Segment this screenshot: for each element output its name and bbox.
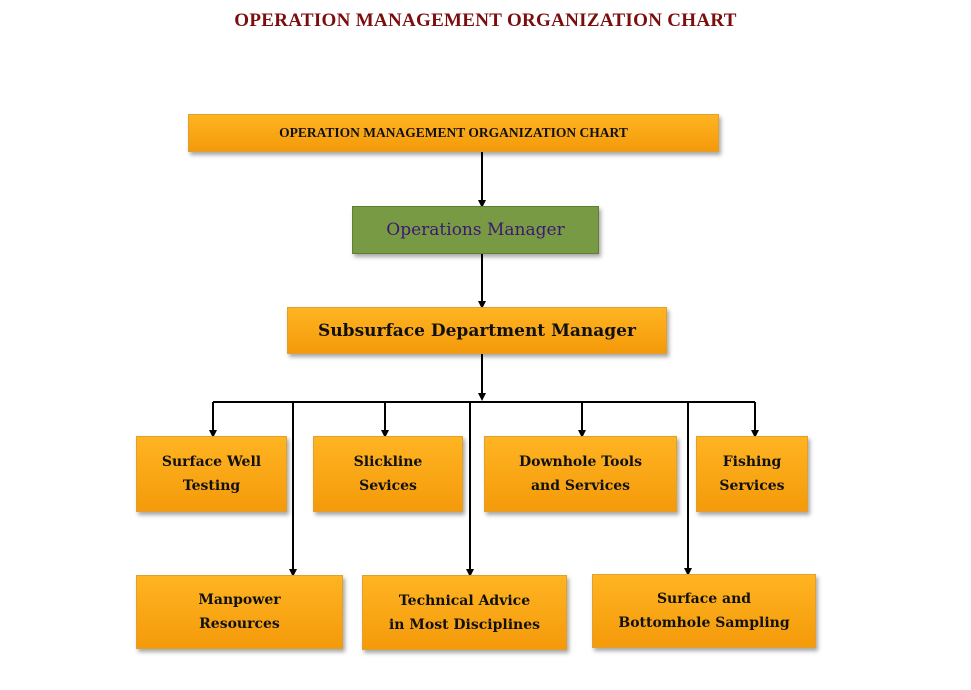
unit-box-technical-advice: Technical Advice in Most Disciplines (362, 575, 567, 650)
unit-box-fishing: Fishing Services (696, 436, 808, 512)
unit-label: Surface and Bottomhole Sampling (618, 591, 790, 631)
unit-label: Technical Advice in Most Disciplines (388, 592, 540, 633)
department-manager-box: Subsurface Department Manager (287, 307, 667, 354)
unit-label: Downhole Tools and Services (518, 454, 642, 494)
operations-manager-label: Operations Manager (386, 220, 565, 240)
unit-box-surface-well-testing: Surface Well Testing (136, 436, 287, 512)
department-manager-label: Subsurface Department Manager (318, 320, 636, 341)
unit-box-sampling: Surface and Bottomhole Sampling (592, 574, 816, 648)
page-title: OPERATION MANAGEMENT ORGANIZATION CHART (234, 10, 737, 31)
operations-manager-box: Operations Manager (352, 206, 599, 254)
unit-label: Slickline Sevices (353, 454, 423, 494)
unit-label: Manpower Resources (198, 592, 281, 632)
unit-box-slickline: Slickline Sevices (313, 436, 463, 512)
unit-box-manpower: Manpower Resources (136, 575, 343, 649)
unit-box-downhole-tools: Downhole Tools and Services (484, 436, 677, 512)
unit-label: Fishing Services (719, 454, 785, 494)
chart-header-box: OPERATION MANAGEMENT ORGANIZATION CHART (188, 114, 719, 152)
chart-header-label: OPERATION MANAGEMENT ORGANIZATION CHART (279, 125, 628, 140)
unit-label: Surface Well Testing (161, 454, 262, 494)
